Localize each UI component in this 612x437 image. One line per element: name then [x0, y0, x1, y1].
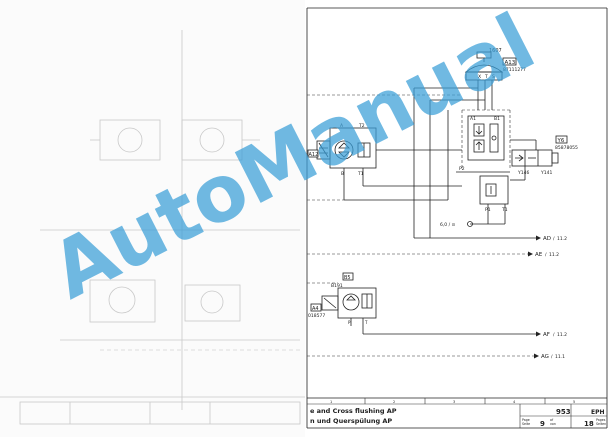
y6-part: 85878055 — [555, 145, 578, 151]
a13-ref: 1607 — [489, 48, 502, 54]
page-label: Page — [522, 418, 530, 422]
line-ref-af: AF / 11.2 — [543, 332, 567, 338]
line-ref-ae-label: AE — [535, 252, 543, 258]
grid-mark-5: 5 — [573, 400, 575, 404]
of-label: of — [550, 418, 554, 422]
port-x: X — [478, 74, 481, 80]
a4-tag: A4 — [312, 306, 319, 312]
line-ref-ad-label: AD — [543, 236, 551, 242]
valve-block: A1 B1 P2 P1 T1 6,0 / ⊙ — [440, 109, 511, 228]
y6-tag: Y6 — [557, 138, 565, 144]
line-ref-ag-label: AG — [541, 354, 549, 360]
line-ref-ag: AG / 11.1 — [541, 354, 565, 360]
drawing-code: EPH — [591, 409, 605, 416]
svg-text:/: / — [545, 252, 547, 258]
a12-tag: A12 — [309, 152, 319, 158]
line-ref-ae-sheet: 11.2 — [549, 252, 559, 258]
port-b1: B1 — [494, 116, 500, 122]
grid-mark-3: 3 — [453, 400, 455, 404]
port-t2: T2 — [358, 123, 365, 129]
grid-mark-4: 4 — [513, 400, 516, 404]
port-b: B — [341, 171, 344, 177]
a13-part: 87111277 — [503, 67, 526, 73]
component-a13: 1607 X T S A13 87111277 — [464, 48, 526, 110]
line-ref-af-sheet: 11.2 — [557, 332, 567, 338]
component-a4: A4 018577 — [308, 295, 339, 319]
pages-label: Pages — [596, 418, 606, 422]
page-number: 9 — [540, 420, 545, 428]
component-b5: B5 B191 P T — [307, 272, 377, 334]
pages-label-de: Seiten — [596, 422, 606, 426]
title-block: 1 2 3 4 5 e and Cross flushing AP n und … — [307, 397, 607, 429]
y6-ref: Y146 — [517, 170, 529, 176]
line-ref-af-label: AF — [543, 332, 550, 338]
port-t: T — [484, 74, 488, 80]
port-p: P — [348, 320, 351, 325]
total-pages: 18 — [584, 420, 594, 428]
line-ref-ad: AD / 11.2 — [543, 236, 567, 242]
component-y6: Y146 Y141 Y6 85878055 — [511, 135, 578, 176]
drawing-number: 953 — [556, 408, 571, 416]
drawing-frame — [306, 7, 608, 428]
a4-part: 018577 — [308, 313, 325, 319]
port-p2: P2 — [459, 166, 465, 172]
svg-text:/: / — [553, 236, 555, 242]
port-t-b5: T — [364, 320, 368, 325]
a13-tag: A13 — [505, 60, 516, 66]
b5-tag: B5 — [344, 275, 351, 281]
line-ref-ag-sheet: 11.1 — [555, 354, 565, 360]
port-a1: A1 — [470, 116, 476, 122]
pressure-ref: 6,0 / ⊙ — [440, 222, 456, 228]
component-a12: A T2 B T1 A12 — [307, 94, 462, 200]
svg-text:/: / — [551, 354, 553, 360]
line-ref-ae: AE / 11.2 — [535, 252, 559, 258]
port-a: A — [340, 123, 344, 129]
title-german: n und Querspülung AP — [310, 417, 392, 425]
faded-left-region — [0, 0, 305, 437]
line-ref-ad-sheet: 11.2 — [557, 236, 567, 242]
svg-text:/: / — [553, 332, 555, 338]
port-t1: T1 — [357, 171, 364, 177]
line-network — [307, 87, 541, 359]
b5-ref: B191 — [331, 283, 343, 289]
of-label-de: von — [550, 422, 556, 426]
y6-coil: Y141 — [540, 170, 552, 176]
grid-mark-2: 2 — [393, 400, 395, 404]
title-english: e and Cross flushing AP — [310, 407, 397, 415]
grid-mark-1: 1 — [330, 400, 332, 404]
port-s: S — [492, 74, 495, 80]
port-t1b: T1 — [501, 207, 508, 213]
page-label-de: Seite — [522, 422, 530, 426]
